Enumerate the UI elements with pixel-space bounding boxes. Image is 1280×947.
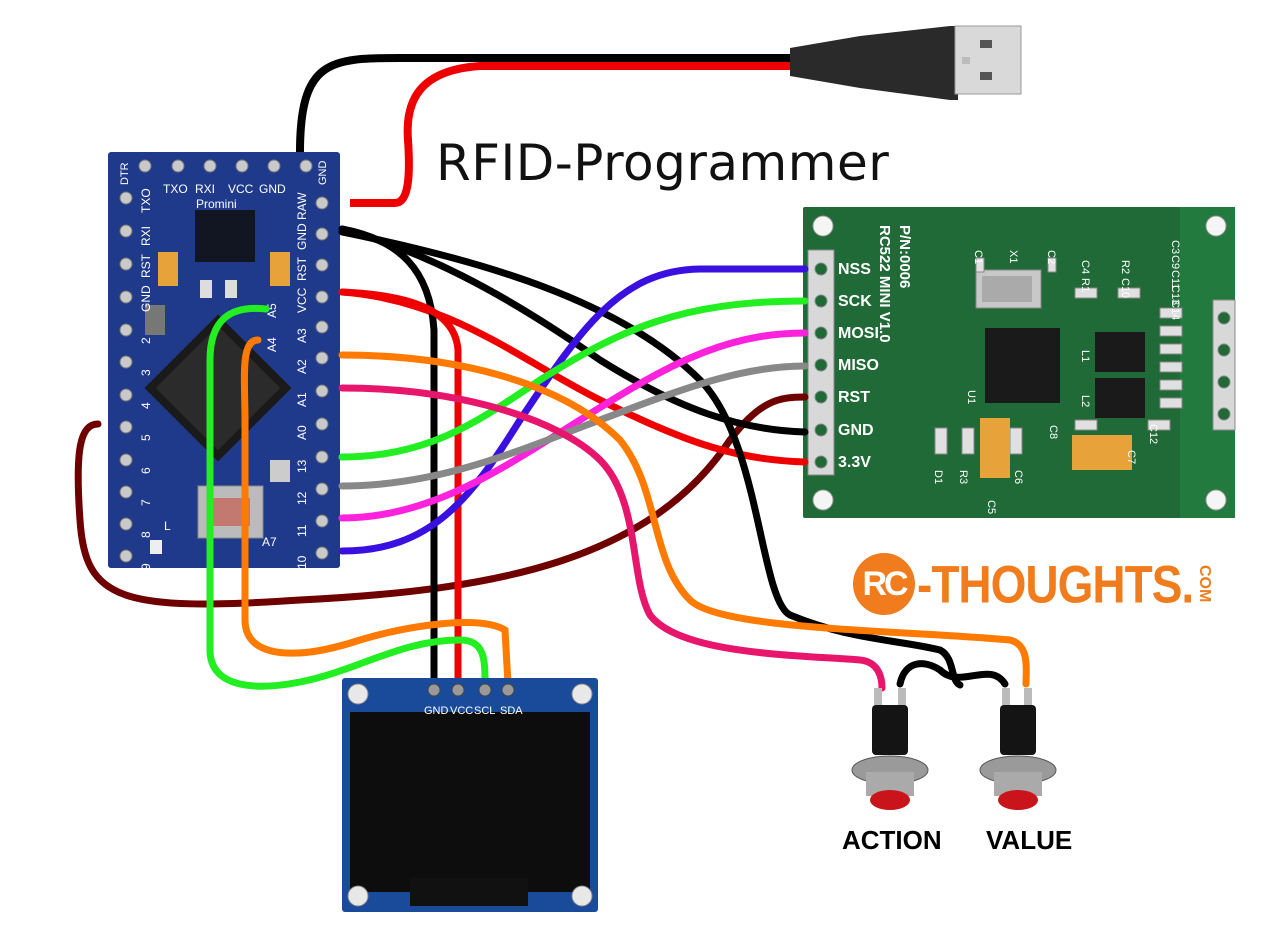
- arduino-left-label: 7: [139, 499, 153, 506]
- rfid-pin-label: NSS: [838, 261, 871, 278]
- rc-thoughts-logo: RC -THOUGHTS. COM: [853, 549, 1213, 619]
- rfid-component-label: C12: [1147, 424, 1159, 444]
- rfid-component-label: C1: [972, 250, 984, 264]
- rfid-component-label: C3: [1169, 240, 1181, 254]
- rfid-component-label: C4: [1079, 260, 1091, 274]
- rfid-model: RC522 MINI V1.0: [876, 225, 893, 343]
- arduino-right-label: A3: [295, 328, 309, 343]
- arduino-left-label: TXO: [139, 188, 153, 213]
- arduino-right-label: GND: [295, 223, 309, 250]
- rfid-rc522-board: [803, 207, 1236, 518]
- rfid-component-label: D1: [932, 470, 944, 484]
- rfid-component-label: C10: [1119, 278, 1131, 298]
- rfid-pin-label: MOSI: [838, 325, 879, 342]
- arduino-top-label: VCC: [228, 182, 254, 196]
- arduino-inner-label: A4: [265, 337, 279, 352]
- arduino-left-label: 4: [139, 402, 153, 409]
- rfid-pin-label: SCK: [838, 293, 872, 310]
- arduino-left-label: 2: [139, 337, 153, 344]
- oled-pin-label: SCL: [474, 705, 495, 717]
- rfid-component-label: C13: [1169, 285, 1181, 305]
- arduino-right-label: RST: [295, 256, 309, 281]
- diagram-title: RFID-Programmer: [436, 134, 890, 192]
- push-button-action: [851, 688, 929, 810]
- arduino-right-label: 10: [295, 555, 309, 569]
- arduino-left-label: GND: [139, 285, 153, 312]
- rfid-component-label: C2: [1045, 250, 1057, 264]
- arduino-right-label: RAW: [295, 192, 309, 220]
- rfid-pin-label: 3.3V: [838, 454, 871, 471]
- usb-cable: [296, 25, 1022, 207]
- arduino-left-label: 6: [139, 467, 153, 474]
- rfid-component-label: R3: [957, 470, 969, 484]
- arduino-inner-label: L: [164, 519, 171, 533]
- logo-suffix: COM: [1196, 565, 1214, 603]
- rfid-component-label: C9: [1169, 255, 1181, 269]
- arduino-pro-mini: [108, 152, 340, 568]
- arduino-left-label: RXI: [139, 226, 153, 246]
- push-button-value: [979, 688, 1057, 810]
- action-button-label: ACTION: [842, 825, 942, 855]
- arduino-left-label: RST: [139, 253, 153, 278]
- rfid-part-number: P/N:0006: [896, 225, 913, 288]
- arduino-right-label: A1: [295, 392, 309, 407]
- rfid-component-label: U1: [965, 390, 977, 404]
- rfid-component-label: C6: [1012, 470, 1024, 484]
- rfid-component-label: C8: [1047, 425, 1059, 439]
- oled-pin-label: GND: [424, 705, 449, 717]
- arduino-inner-label: Promini: [196, 197, 237, 211]
- value-button-label: VALUE: [986, 825, 1073, 855]
- arduino-top-label: TXO: [163, 182, 188, 196]
- rfid-component-label: C11: [1169, 270, 1181, 289]
- arduino-left-label: 5: [139, 434, 153, 441]
- oled-pin-label: VCC: [450, 705, 473, 717]
- logo-badge: RC: [853, 553, 915, 615]
- arduino-top-label: RXI: [195, 182, 215, 196]
- rfid-component-label: C14: [1169, 300, 1181, 320]
- arduino-right-label: VCC: [295, 287, 309, 313]
- rfid-component-label: R2: [1119, 260, 1131, 274]
- arduino-right-label: A0: [295, 425, 309, 440]
- arduino-pin-labels: DTR TXO RXI VCC GND GND TXO RXI RST GND 2 3 4 5 6 7 8 9 RA…: [119, 161, 329, 571]
- oled-display: [342, 678, 598, 912]
- rfid-component-label: C7: [1125, 450, 1137, 464]
- oled-pin-label: SDA: [500, 705, 523, 717]
- arduino-top-label: GND: [317, 161, 329, 186]
- rfid-component-label: X1: [1007, 250, 1019, 263]
- arduino-left-label: 3: [139, 369, 153, 376]
- rfid-component-label: R1: [1079, 278, 1091, 292]
- arduino-right-label: 11: [295, 524, 309, 537]
- rfid-pin-label: RST: [838, 389, 870, 406]
- rfid-component-label: L1: [1079, 350, 1091, 362]
- arduino-top-label: GND: [259, 182, 286, 196]
- rfid-pin-label: MISO: [838, 357, 879, 374]
- arduino-inner-label: A7: [262, 535, 277, 549]
- arduino-left-label: 9: [139, 563, 153, 570]
- arduino-right-label: A2: [295, 359, 309, 374]
- logo-text: -THOUGHTS.: [917, 554, 1194, 614]
- wires: [74, 225, 1030, 692]
- rfid-pin-label: GND: [838, 422, 874, 439]
- rfid-component-label: C5: [985, 500, 997, 514]
- arduino-top-label: DTR: [119, 162, 131, 185]
- arduino-right-label: 12: [295, 491, 309, 505]
- arduino-right-label: 13: [295, 459, 309, 473]
- arduino-left-label: 8: [139, 531, 153, 538]
- rfid-component-label: L2: [1079, 395, 1091, 407]
